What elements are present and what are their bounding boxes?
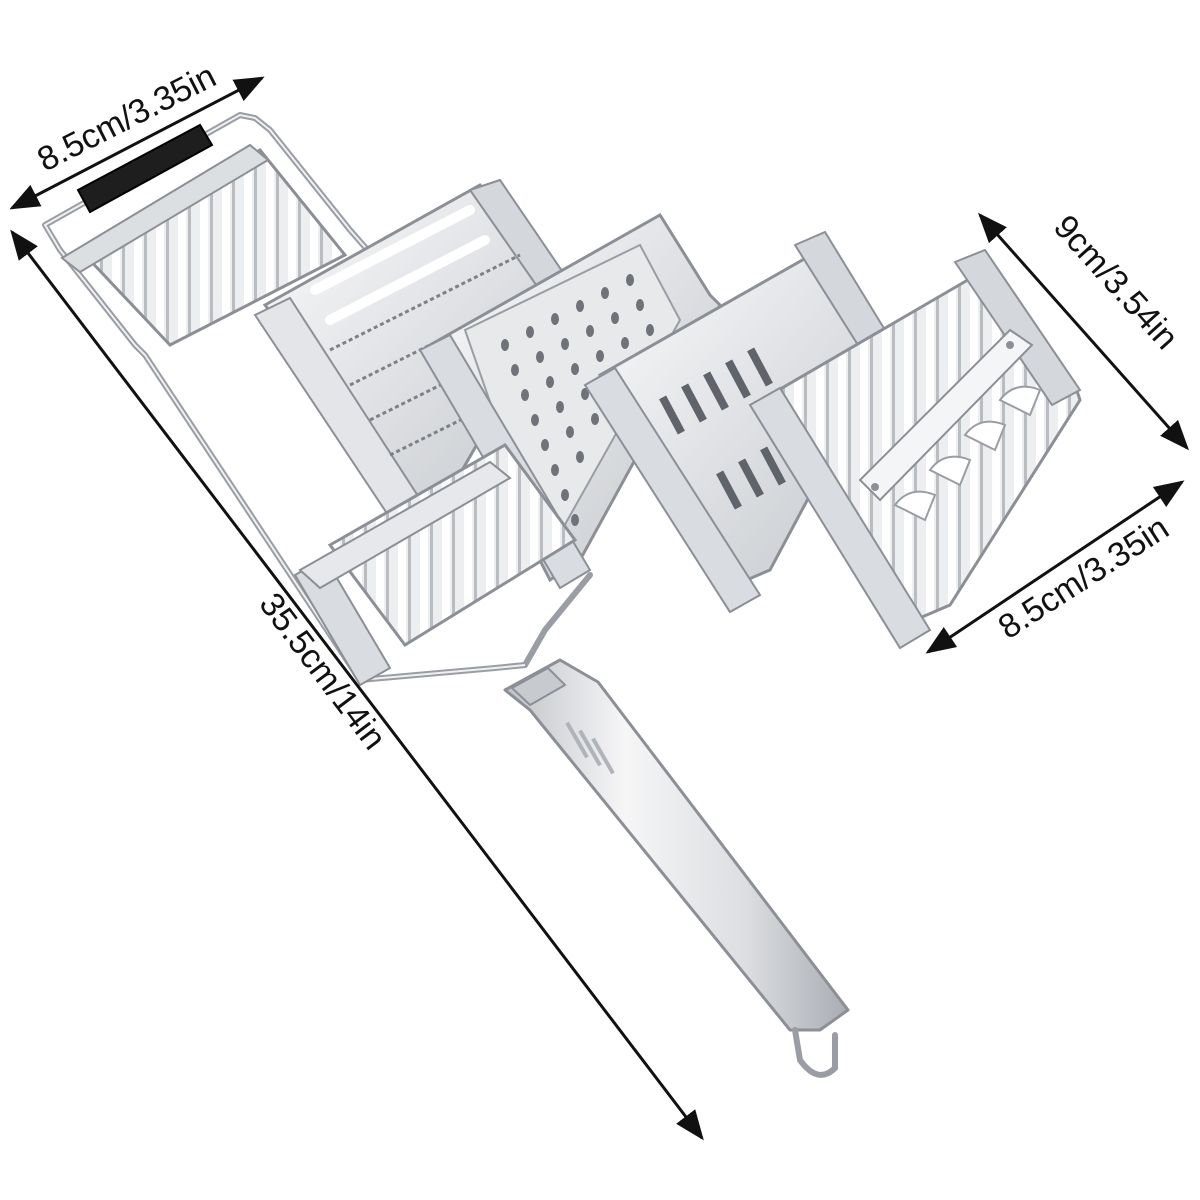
- label-top-width: 8.5cm/3.35in: [31, 57, 222, 179]
- arrow-length: [10, 229, 704, 1141]
- handle: [503, 658, 850, 1078]
- dimension-arrows: [9, 76, 1189, 1141]
- arrow-top-width: [9, 76, 265, 210]
- arrow-blade-width: [925, 480, 1185, 654]
- label-blade-height: 9cm/3.54in: [1046, 208, 1186, 357]
- label-blade-width: 8.5cm/3.35in: [992, 509, 1176, 647]
- arrow-blade-height: [978, 212, 1189, 451]
